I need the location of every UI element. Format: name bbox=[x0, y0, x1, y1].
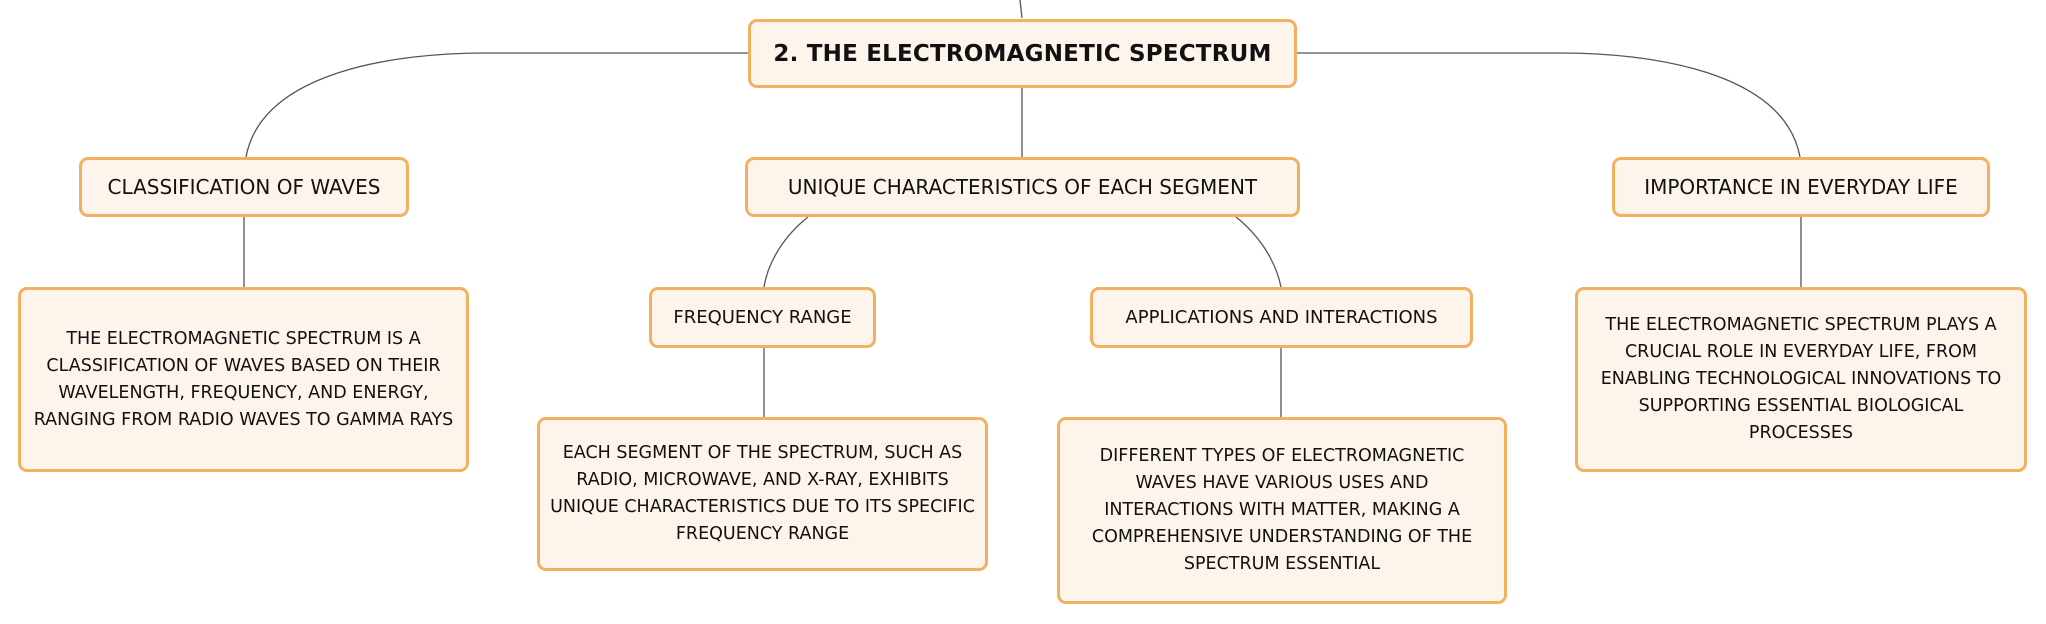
classification-description-node[interactable]: THE ELECTROMAGNETIC SPECTRUM IS A CLASSI… bbox=[18, 287, 469, 472]
applications-description-node[interactable]: DIFFERENT TYPES OF ELECTROMAGNETIC WAVES… bbox=[1057, 417, 1507, 604]
branch-classification-label: CLASSIFICATION OF WAVES bbox=[107, 175, 381, 199]
applications-description-text: DIFFERENT TYPES OF ELECTROMAGNETIC WAVES… bbox=[1091, 446, 1473, 574]
branch-classification-node[interactable]: CLASSIFICATION OF WAVES bbox=[79, 157, 409, 217]
applications-node[interactable]: APPLICATIONS AND INTERACTIONS bbox=[1090, 287, 1473, 348]
frequency-range-node[interactable]: FREQUENCY RANGE bbox=[649, 287, 876, 348]
connector-root-classification bbox=[245, 52, 750, 158]
branch-characteristics-node[interactable]: UNIQUE CHARACTERISTICS OF EACH SEGMENT bbox=[745, 157, 1300, 217]
connector-parent-root bbox=[1019, 0, 1023, 19]
frequency-range-label: FREQUENCY RANGE bbox=[673, 307, 852, 328]
classification-description-text: THE ELECTROMAGNETIC SPECTRUM IS A CLASSI… bbox=[33, 328, 454, 430]
connector-characteristics-applications bbox=[1235, 216, 1282, 288]
branch-characteristics-label: UNIQUE CHARACTERISTICS OF EACH SEGMENT bbox=[787, 175, 1258, 199]
root-node[interactable]: 2. THE ELECTROMAGNETIC SPECTRUM bbox=[748, 19, 1297, 88]
root-node-label: 2. THE ELECTROMAGNETIC SPECTRUM bbox=[773, 40, 1272, 67]
frequency-description-text: EACH SEGMENT OF THE SPECTRUM, SUCH AS RA… bbox=[550, 443, 975, 544]
importance-description-node[interactable]: THE ELECTROMAGNETIC SPECTRUM PLAYS A CRU… bbox=[1575, 287, 2027, 472]
importance-description-text: THE ELECTROMAGNETIC SPECTRUM PLAYS A CRU… bbox=[1600, 315, 2002, 443]
frequency-description-node[interactable]: EACH SEGMENT OF THE SPECTRUM, SUCH AS RA… bbox=[537, 417, 988, 571]
branch-importance-label: IMPORTANCE IN EVERYDAY LIFE bbox=[1644, 175, 1958, 199]
connector-root-importance bbox=[1296, 52, 1801, 158]
branch-importance-node[interactable]: IMPORTANCE IN EVERYDAY LIFE bbox=[1612, 157, 1990, 217]
connector-characteristics-frequency bbox=[763, 216, 809, 288]
applications-label: APPLICATIONS AND INTERACTIONS bbox=[1125, 307, 1438, 328]
